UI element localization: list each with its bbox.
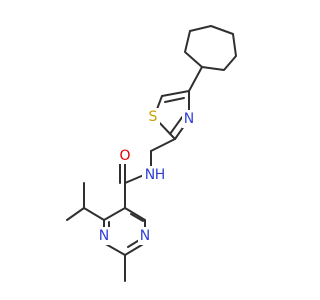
pyrimidine-aromatic-inner-bond-1 [130, 213, 144, 222]
pyrimidine-nitrogen-upper-label-bg [138, 227, 152, 245]
molecule-structure-diagram: S N N H O N N [66, 25, 237, 282]
sulfur-atom-label: S [149, 109, 158, 125]
thiazole-c4-c5-inner-bond [164, 97, 185, 103]
molecule-svg: S N N H O N N [66, 25, 237, 282]
thiazole-to-ethyl-bond [150, 138, 176, 152]
sulfur-label-bg [146, 108, 160, 126]
pyrimidine-c4-c5-bond [103, 207, 126, 221]
amide-hydrogen-atom-label: H [155, 167, 166, 183]
thiazole-c4-c5-bond [161, 90, 190, 97]
pyrimidine-nitrogen-lower-atom-label: N [99, 228, 109, 244]
thiazole-nitrogen-atom-label: N [184, 111, 194, 127]
pyrimidine-nitrogen-lower-label-bg [97, 227, 111, 245]
thiazole-nitrogen-label-bg [182, 110, 196, 128]
cyclohexane-ring [184, 25, 237, 71]
cyclohexyl-to-thiazole-bond [188, 66, 203, 92]
amide-nitrogen-label-bg [142, 166, 164, 184]
isopropyl-to-methyl-left-bond [66, 207, 85, 221]
oxygen-atom-label: O [119, 148, 130, 164]
oxygen-label-bg [116, 146, 134, 164]
amide-nitrogen-atom-label: N [145, 167, 155, 183]
pyrimidine-nitrogen-upper-atom-label: N [140, 228, 150, 244]
pyrimidine-to-isopropyl-bond [83, 207, 105, 221]
pyrimidine-c5-c6-bond [124, 207, 146, 221]
thiazole-c2-n-inner-bond [169, 115, 184, 135]
